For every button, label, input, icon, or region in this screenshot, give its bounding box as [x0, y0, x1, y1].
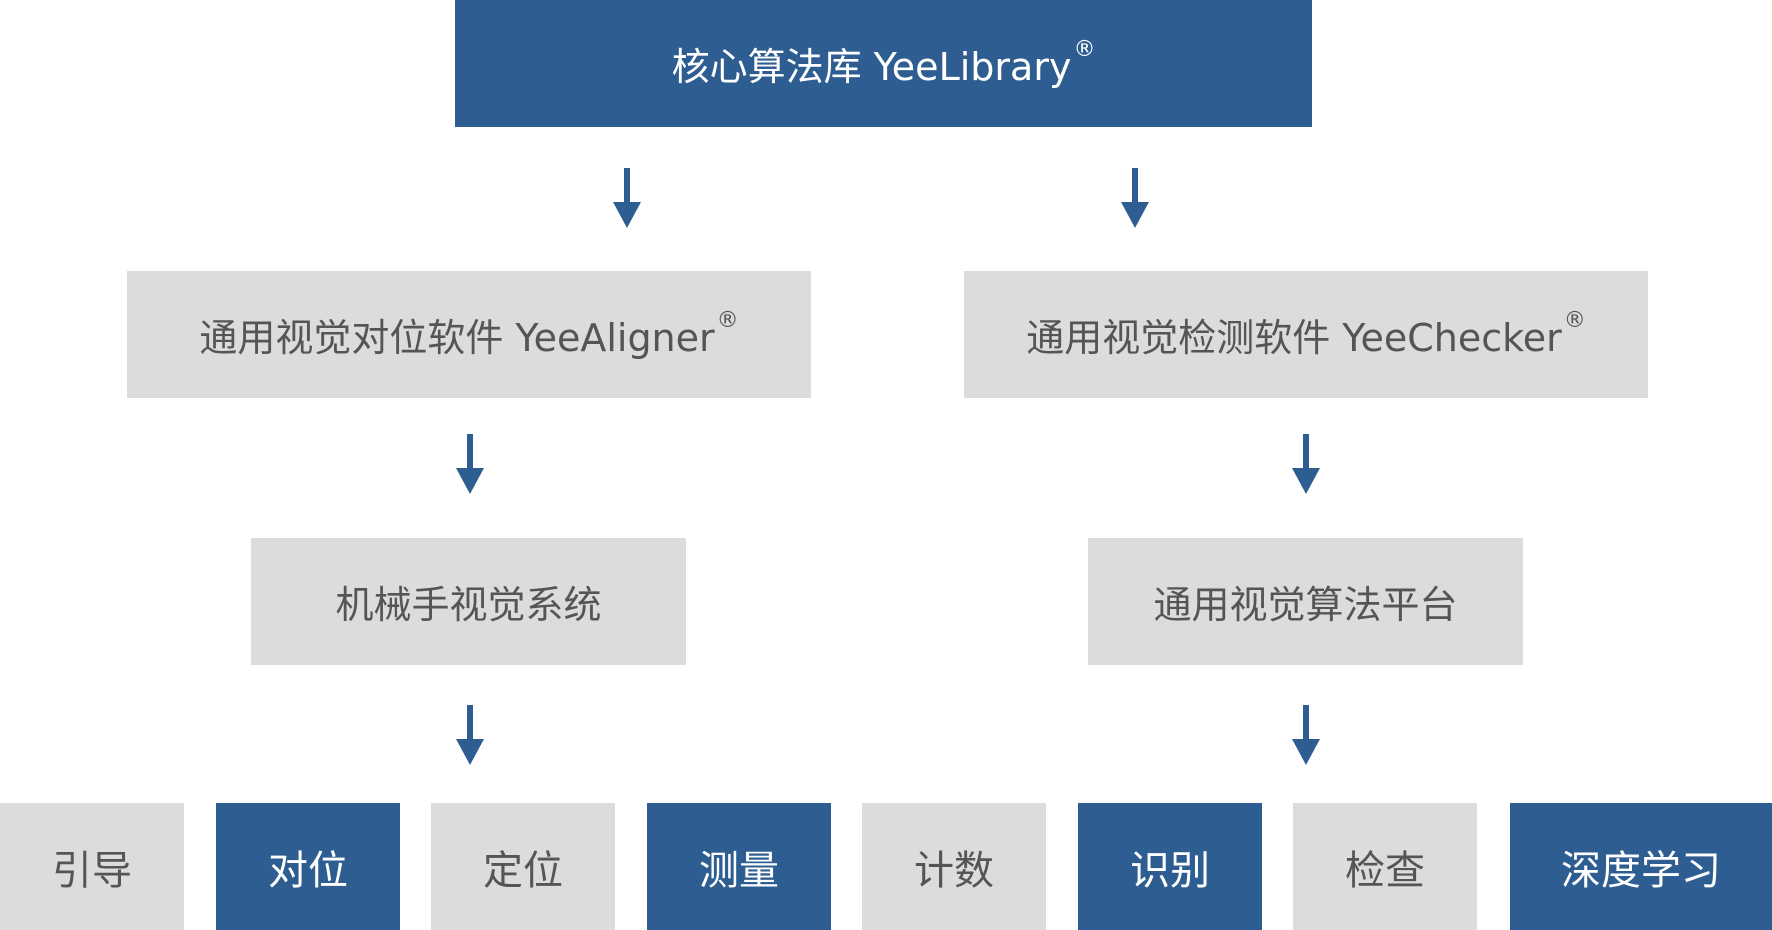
root-node-label: 核心算法库 YeeLibrary [671, 45, 1072, 89]
leaf-positioning: 定位 [431, 803, 615, 930]
arrow-down-icon [1291, 434, 1321, 494]
leaf-label: 定位 [483, 847, 563, 894]
leaf-label: 计数 [914, 847, 994, 894]
registered-mark: ® [1073, 37, 1096, 62]
leaf-label: 深度学习 [1561, 847, 1721, 894]
leaf-label: 测量 [699, 847, 779, 894]
arrow-down-icon [612, 168, 642, 228]
node-robot-vision-label: 机械手视觉系统 [335, 583, 602, 627]
root-node-yeelibrary: 核心算法库 YeeLibrary® [455, 0, 1312, 127]
leaf-deep-learning: 深度学习 [1510, 803, 1772, 930]
leaf-guidance: 引导 [0, 803, 184, 930]
leaf-label: 对位 [268, 847, 348, 894]
leaf-label: 检查 [1345, 847, 1425, 894]
node-yeealigner-label: 通用视觉对位软件 YeeAligner [199, 316, 715, 360]
arrow-down-icon [1291, 705, 1321, 765]
node-yeealigner: 通用视觉对位软件 YeeAligner® [127, 271, 811, 398]
node-vision-algorithm-platform: 通用视觉算法平台 [1088, 538, 1523, 665]
arrow-down-icon [455, 434, 485, 494]
node-robot-vision-system: 机械手视觉系统 [251, 538, 686, 665]
leaf-label: 引导 [52, 847, 132, 894]
arrow-down-icon [1120, 168, 1150, 228]
node-yeechecker-label: 通用视觉检测软件 YeeChecker [1026, 316, 1562, 360]
node-yeechecker: 通用视觉检测软件 YeeChecker® [964, 271, 1648, 398]
leaf-alignment: 对位 [216, 803, 400, 930]
registered-mark: ® [716, 308, 739, 333]
arrow-down-icon [455, 705, 485, 765]
leaf-measurement: 测量 [647, 803, 831, 930]
leaf-label: 识别 [1130, 847, 1210, 894]
leaf-inspection: 检查 [1293, 803, 1477, 930]
leaf-recognition: 识别 [1078, 803, 1262, 930]
registered-mark: ® [1563, 308, 1586, 333]
node-algorithm-platform-label: 通用视觉算法平台 [1153, 583, 1458, 627]
leaf-counting: 计数 [862, 803, 1046, 930]
